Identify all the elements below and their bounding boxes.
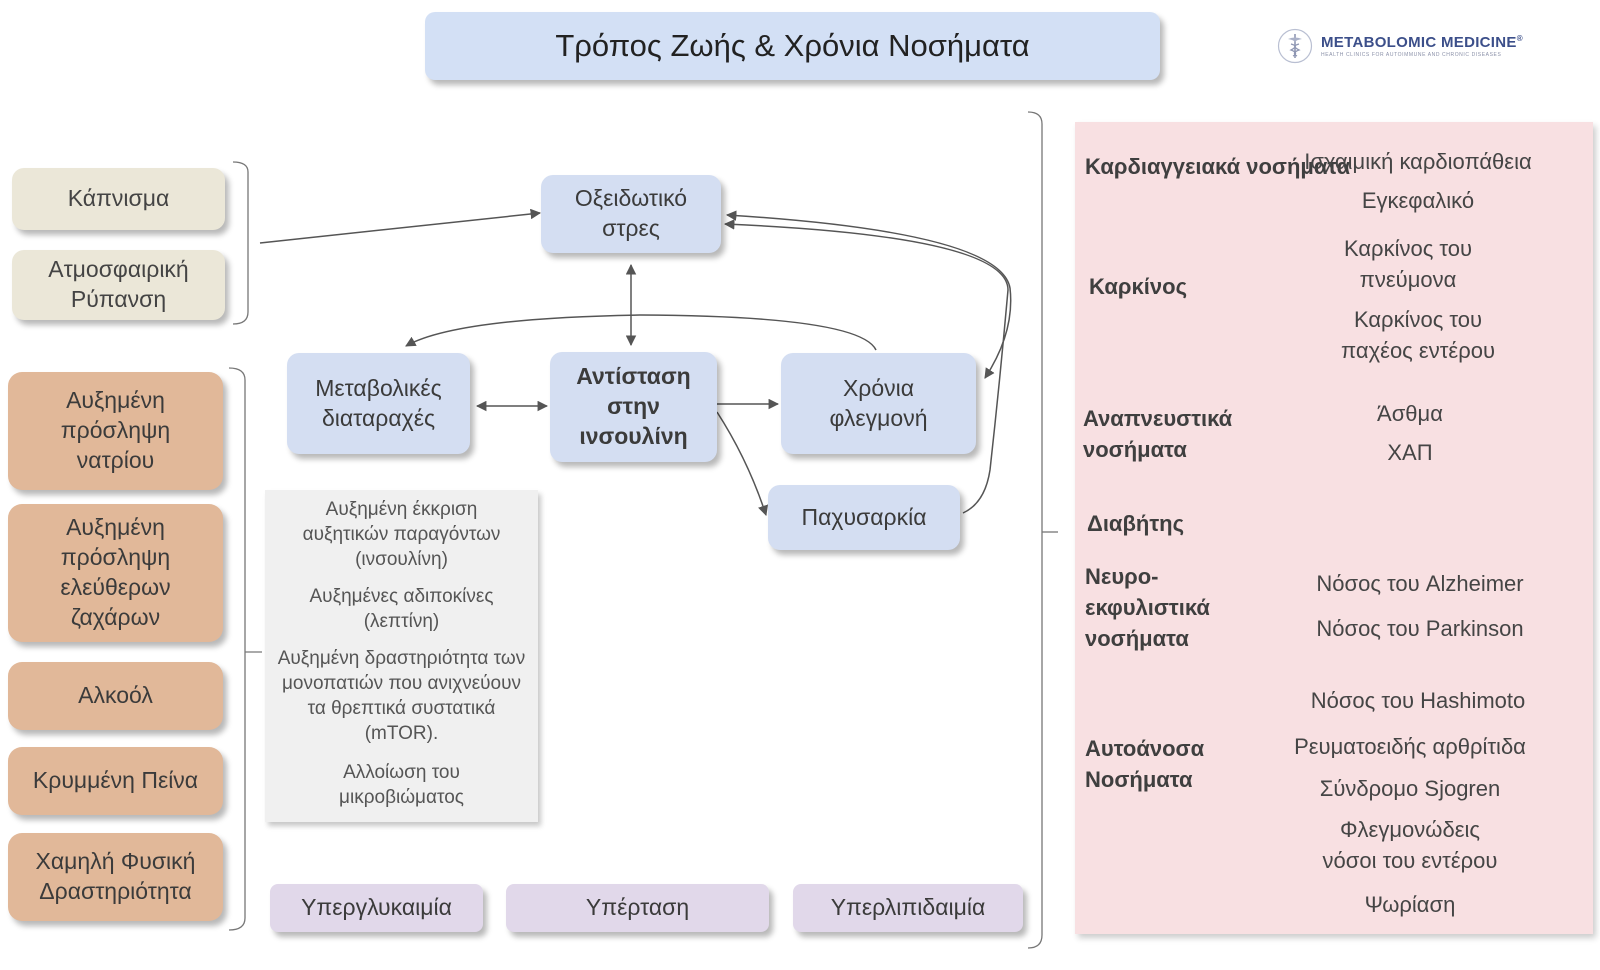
condition-hypertension: Υπέρταση [506,884,769,932]
disease-panel: Καρδιαγγειακά νοσήματα Ισχαιμική καρδιοπ… [1075,122,1593,934]
condition-hyperlipidemia: Υπερλιπιδαιμία [793,884,1023,932]
arrow-obesity-to-oxidative [723,219,1009,514]
category-cardiovascular: Καρδιαγγειακά νοσήματα [1085,154,1351,179]
arrow-environment-to-oxidative-stress [259,208,542,244]
node-insulin-resistance: Αντίσταση στην ινσουλίνη [550,352,717,462]
logo-name: METABOLOMIC MEDICINE® [1321,34,1523,51]
node-chronic-inflammation: Χρόνια φλεγμονή [781,353,976,454]
disease-colon-cancer: Καρκίνος του παχέος εντέρου [1341,307,1495,363]
lifestyle-bracket [228,367,246,931]
factor-alcohol: Αλκοόλ [8,662,223,730]
logo-tagline: HEALTH CLINICS FOR AUTOIMMUNE AND CHRONI… [1321,52,1502,58]
arrow-insulin-to-obesity [716,411,769,516]
node-metabolic-disorders: Μεταβολικές διαταραχές [287,353,470,454]
category-respiratory: Αναπνευστικά νοσήματα [1083,406,1233,462]
disease-copd: ΧΑΠ [1387,440,1433,465]
disease-parkinson: Νόσος του Parkinson [1316,616,1524,641]
disease-ibd: Φλεγμονώδεις νόσοι του εντέρου [1322,817,1498,873]
environment-bracket [232,161,249,325]
disease-psoriasis: Ψωρίαση [1364,892,1456,917]
node-oxidative-stress: Οξειδωτικό στρες [541,175,721,253]
factor-smoking: Κάπνισμα [12,168,225,230]
mechanisms-panel: Αυξημένη έκκριση αυξητικών παραγόντων (ι… [265,490,538,822]
mechanism-microbiome: Αλλοίωση του μικροβιώματος [339,762,464,809]
logo: METABOLOMIC MEDICINE® HEALTH CLINICS FOR… [1277,24,1597,68]
disease-bracket [1027,111,1043,949]
category-autoimmune: Αυτοάνοσα Νοσήματα [1085,736,1205,792]
disease-sjogren: Σύνδρομο Sjogren [1319,776,1501,801]
page-title: Τρόπος Ζωής & Χρόνια Νοσήματα [425,12,1160,80]
disease-asthma: Άσθμα [1377,401,1443,426]
condition-hyperglycemia: Υπεργλυκαιμία [270,884,483,932]
factor-high-free-sugar-intake: Αυξημένη πρόσληψη ελεύθερων ζαχάρων [8,504,223,642]
factor-air-pollution: Ατμοσφαιρική Ρύπανση [12,250,225,320]
caduceus-icon [1277,28,1313,64]
category-cancer: Καρκίνος [1089,274,1188,299]
disease-ischemic-heart-disease: Ισχαιμική καρδιοπάθεια [1304,149,1532,174]
mechanism-adipokines: Αυξημένες αδιποκίνες (λεπτίνη) [309,586,494,633]
disease-stroke: Εγκεφαλικό [1361,188,1475,213]
disease-alzheimer: Νόσος του Alzheimer [1316,571,1524,596]
disease-lung-cancer: Καρκίνος του πνεύμονα [1343,236,1473,292]
mechanism-growth-factors: Αυξημένη έκκριση αυξητικών παραγόντων (ι… [302,499,501,571]
node-obesity: Παχυσαρκία [768,485,960,550]
factor-low-physical-activity: Χαμηλή Φυσική Δραστηριότητα [8,833,223,921]
arrow-inflammation-to-metabolic [405,314,877,351]
mechanism-mtor: Αυξημένη δραστηριότητα των μονοπατιών πο… [277,648,526,745]
arrow-inflammation-to-oxidative [725,210,1012,379]
category-diabetes: Διαβήτης [1087,511,1185,536]
category-neurodegenerative: Νευρο-εκφυλιστικά νοσήματα [1085,564,1210,651]
disease-hashimoto: Νόσος του Hashimoto [1310,688,1526,713]
disease-rheumatoid-arthritis: Ρευματοειδής αρθρίτιδα [1294,734,1526,759]
factor-high-sodium-intake: Αυξημένη πρόσληψη νατρίου [8,372,223,490]
factor-hidden-hunger: Κρυμμένη Πείνα [8,747,223,815]
